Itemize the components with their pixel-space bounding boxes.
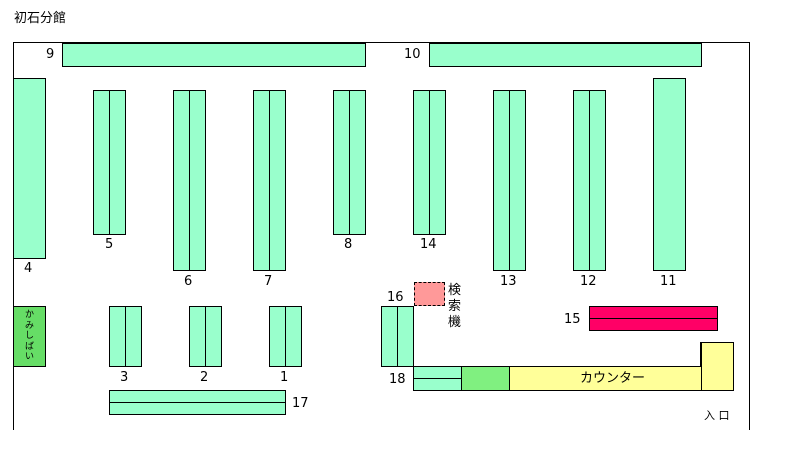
shelf-label-4: 4	[24, 261, 33, 276]
shelf-label-8: 8	[344, 237, 353, 252]
shelf-5[interactable]	[93, 90, 126, 235]
counter-line-right	[700, 342, 701, 367]
shelf-8[interactable]	[333, 90, 366, 235]
shelf-10[interactable]	[429, 43, 702, 67]
wall-right	[749, 42, 750, 430]
wall-top	[13, 42, 750, 43]
shelf-label-12: 12	[580, 274, 597, 289]
shelf-label-2: 2	[200, 370, 209, 385]
shelf-label-14: 14	[420, 237, 437, 252]
shelf-label-11: 11	[660, 274, 677, 289]
page-title: 初石分館	[14, 11, 67, 26]
kamishibai-label: か み し ば い	[24, 310, 34, 362]
shelf-6[interactable]	[173, 90, 206, 271]
shelf-label-15: 15	[564, 312, 581, 327]
shelf-label-9: 9	[46, 47, 55, 62]
shelf-label-6: 6	[184, 274, 193, 289]
shelf-12[interactable]	[573, 90, 606, 271]
counter-side	[701, 342, 734, 391]
kamishibai-shelf[interactable]: か み し ば い	[13, 306, 46, 367]
shelf-label-18: 18	[389, 372, 406, 387]
shelf-16[interactable]	[381, 306, 414, 367]
shelf-17[interactable]	[109, 390, 286, 415]
shelf-13[interactable]	[493, 90, 526, 271]
shelf-label-7: 7	[264, 274, 273, 289]
entrance-label: 入 口	[704, 409, 730, 422]
counter-label: カウンター	[580, 371, 646, 386]
shelf-label-16: 16	[387, 290, 404, 305]
shelf-9[interactable]	[62, 43, 366, 67]
shelf-3[interactable]	[109, 306, 142, 367]
shelf-label-17: 17	[292, 396, 309, 411]
shelf-7[interactable]	[253, 90, 286, 271]
shelf-1[interactable]	[269, 306, 302, 367]
shelf-4[interactable]	[13, 78, 46, 259]
shelf-14[interactable]	[413, 90, 446, 235]
search-terminal[interactable]	[414, 282, 445, 306]
shelf-2[interactable]	[189, 306, 222, 367]
shelf-label-3: 3	[120, 370, 129, 385]
shelf-label-13: 13	[500, 274, 517, 289]
search-terminal-label: 検 索 機	[448, 283, 462, 330]
shelf-label-1: 1	[280, 370, 289, 385]
shelf-15[interactable]	[589, 306, 718, 331]
shelf-label-10: 10	[404, 47, 421, 62]
shelf-label-5: 5	[105, 237, 114, 252]
shelf-18[interactable]	[413, 366, 462, 391]
counter[interactable]	[509, 366, 701, 391]
shelf-11[interactable]	[653, 78, 686, 271]
counter-green-section	[461, 366, 510, 391]
